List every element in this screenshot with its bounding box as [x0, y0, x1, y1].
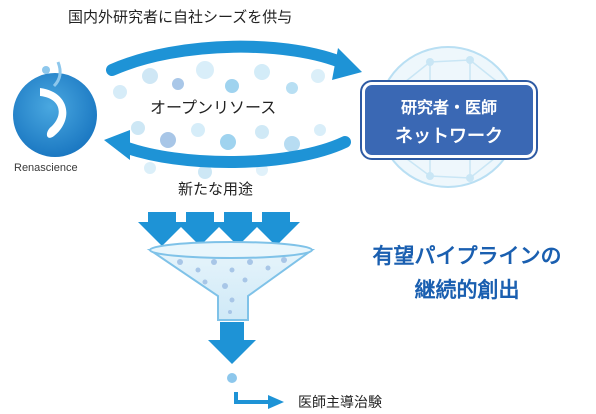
return-arrow — [104, 130, 351, 168]
new-uses-label: 新たな用途 — [178, 180, 254, 198]
clinical-trial-label: 医師主導治験 — [298, 395, 382, 411]
company-logo-icon — [13, 61, 97, 157]
resource-bubbles — [113, 61, 326, 179]
funnel-icon — [146, 241, 316, 321]
result-line2: 継続的創出 — [414, 278, 520, 302]
network-box-line1: 研究者・医師 — [400, 98, 497, 117]
provide-arrow — [106, 40, 362, 80]
output-arrow — [208, 322, 256, 364]
provide-seeds-label: 国内外研究者に自社シーズを供与 — [68, 8, 293, 26]
open-resource-label: オープンリソース — [150, 98, 277, 117]
trial-arrow — [227, 373, 284, 409]
input-arrows — [138, 212, 300, 246]
network-box-line2: ネットワーク — [395, 126, 503, 147]
researcher-network-box: 研究者・医師 ネットワーク — [362, 82, 536, 158]
pipeline-result: 有望パイプラインの 継続的創出 — [352, 240, 582, 304]
result-line1: 有望パイプラインの — [372, 244, 562, 268]
company-name: Renascience — [14, 162, 78, 174]
